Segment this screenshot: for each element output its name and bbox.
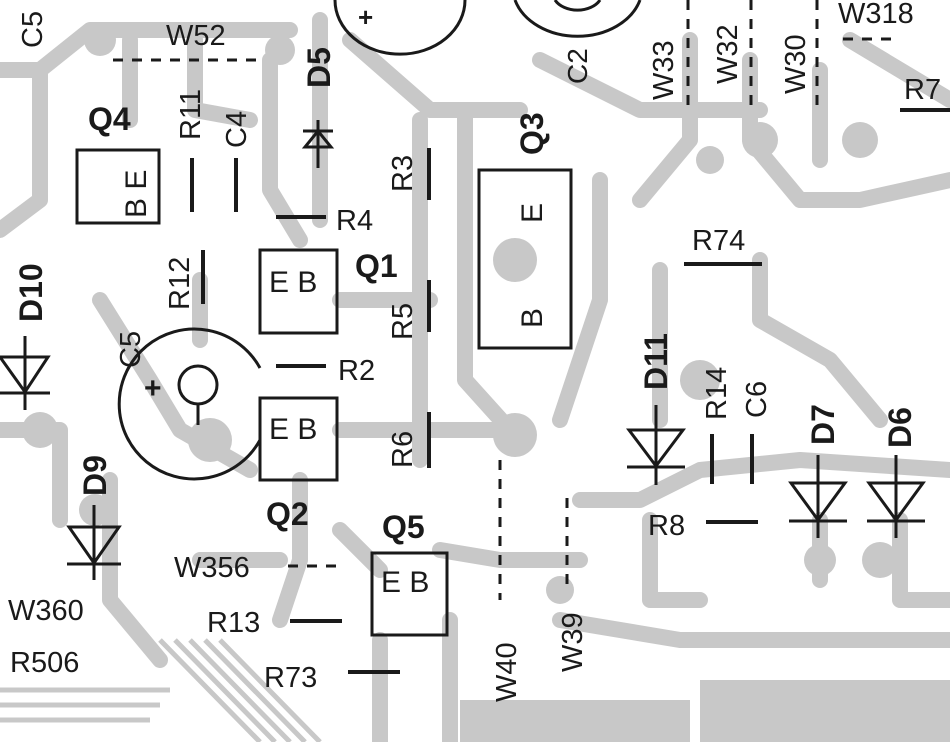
r12-label: R12 (164, 257, 196, 310)
w33-label: W33 (648, 40, 680, 100)
diode-d10-symbol (0, 336, 51, 410)
copper-bus-lines (0, 638, 322, 742)
diode-d11-symbol (626, 405, 686, 485)
q2-body (258, 396, 339, 482)
c5-polarity: + (144, 372, 162, 405)
q5-pins: E B (381, 566, 429, 599)
copper-pads (22, 24, 950, 742)
d10-label: D10 (13, 263, 49, 322)
w356-label: W356 (174, 552, 250, 584)
r74-label: R74 (692, 225, 745, 257)
q3-pin-b: B (516, 308, 549, 328)
q5-body (370, 551, 449, 637)
r4-label: R4 (336, 205, 373, 237)
diode-d6-symbol (866, 455, 926, 538)
diode-d5-symbol (301, 120, 335, 168)
q4-pins: B E (120, 170, 153, 218)
c5-label: C5 (115, 331, 147, 368)
q3-body (477, 168, 573, 350)
transistor-pin-labels: B E E B E B E B E B (120, 170, 549, 599)
q4-body (75, 148, 161, 225)
q3-pin-e: E (516, 203, 549, 223)
d5-label: D5 (301, 47, 337, 88)
diode-d7-symbol (788, 455, 848, 538)
w32-label: W32 (712, 24, 744, 84)
r5-label: R5 (387, 303, 419, 340)
c5-edge-label: C5 (17, 11, 49, 48)
r2-label: R2 (338, 355, 375, 387)
w30-label: W30 (780, 34, 812, 94)
r11-label: R11 (175, 89, 207, 140)
r7-label: R7 (904, 74, 941, 106)
d11-label: D11 (638, 333, 674, 390)
c6-label: C6 (741, 381, 773, 418)
top-capacitor-polarity: + (358, 2, 373, 32)
w318-label: W318 (838, 0, 914, 30)
c5-outline (117, 327, 262, 481)
w360-label: W360 (8, 595, 84, 627)
q4-label: Q4 (88, 101, 131, 137)
d7-label: D7 (805, 404, 841, 445)
r73-label: R73 (264, 662, 317, 694)
top-capacitor-left: + (333, 0, 467, 56)
r8-label: R8 (648, 510, 685, 542)
q2-label: Q2 (266, 496, 309, 532)
r506-label: R506 (10, 647, 79, 679)
q3-label: Q3 (514, 112, 550, 155)
c5-inner (177, 364, 219, 406)
transistor-labels: Q4 Q1 Q2 Q5 Q3 (88, 101, 550, 545)
q1-label: Q1 (355, 248, 398, 284)
q2-pins: E B (269, 413, 317, 446)
q1-pins: E B (269, 266, 317, 299)
resistor-bars (190, 108, 950, 674)
r14-label: R14 (701, 367, 733, 420)
q1-body (258, 248, 339, 335)
capacitor-c2: C2 (513, 0, 642, 84)
w40-label: W40 (491, 642, 523, 702)
r13-label: R13 (207, 607, 260, 639)
w39-label: W39 (557, 612, 589, 672)
diode-labels: D5 D10 D9 D11 D7 D6 (13, 47, 918, 496)
r3-label: R3 (387, 155, 419, 192)
jumper-labels: W52 W33 W32 W30 W318 W40 W39 W356 W360 (8, 0, 914, 702)
c4-label: C4 (221, 111, 253, 148)
d6-label: D6 (882, 407, 918, 448)
d9-label: D9 (77, 455, 113, 496)
diode-d9-symbol (66, 505, 122, 580)
c2-label: C2 (562, 48, 593, 84)
q5-label: Q5 (382, 509, 425, 545)
w52-label: W52 (166, 20, 226, 52)
jumper-dashes (113, 0, 900, 600)
passive-labels: R3 R4 R5 R2 R6 R11 R12 R74 R14 R8 R13 R7… (10, 11, 941, 694)
component-outlines (75, 148, 573, 637)
copper-traces (0, 12, 950, 742)
r6-label: R6 (387, 431, 419, 468)
